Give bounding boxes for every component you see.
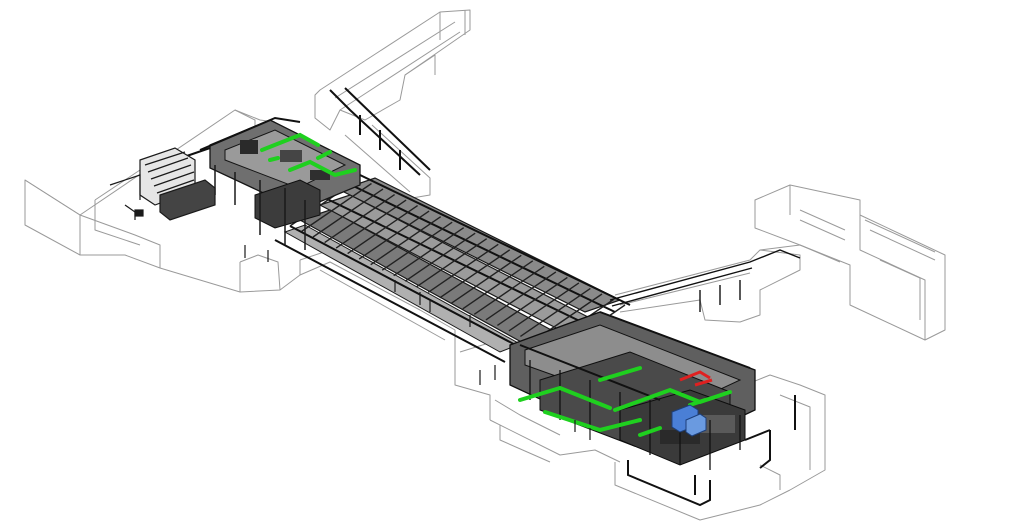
corridor-cross-tie: [324, 194, 395, 244]
lower-right-green-pipes: [518, 366, 732, 437]
corridor-cross-tie: [473, 265, 545, 315]
pipe-run-top: [359, 174, 631, 306]
corridor-cross-tie: [520, 287, 591, 337]
corridor-cross-tie: [301, 182, 372, 233]
corridor-cross-tie: [485, 271, 557, 321]
corridor-cross-tie: [404, 232, 476, 282]
red-pipe-elements: [679, 370, 713, 387]
right-building-block: [754, 184, 946, 341]
upper-left-green-pipes: [260, 132, 357, 178]
corridor-cross-tie: [497, 276, 568, 326]
blue-equipment: [671, 404, 707, 437]
lower-right-pipe-drops: [627, 395, 796, 507]
corridor-cross-tie: [427, 243, 499, 293]
corridor-cross-tie: [335, 199, 407, 249]
right-wing-corridor: [614, 244, 841, 323]
pipe-run-bottom: [274, 239, 506, 363]
corridor-cross-tie: [462, 260, 534, 310]
corridor-cross-tie: [416, 238, 488, 288]
corridor-cross-tie: [358, 210, 430, 260]
corridor-cross-tie: [508, 282, 580, 332]
pipe-run-upper: [344, 181, 616, 313]
corridor-cross-tie: [450, 254, 522, 304]
corridor-cross-tie: [381, 221, 453, 271]
left-stair-equipment: [109, 147, 216, 221]
pipe-run-mid: [324, 197, 591, 327]
upper-left-mechanical-cluster: [174, 116, 361, 250]
scattered-drop-pipes: [244, 245, 591, 440]
corridor-cross-tie: [347, 205, 418, 255]
right-wing-pipe: [609, 249, 801, 312]
stair-pipe-run: [329, 87, 431, 176]
corridor-cross-tie: [393, 227, 465, 277]
corridor-cross-tie: [370, 216, 442, 266]
corridor-pipe-runs: [274, 174, 631, 363]
corridor-cross-tie: [439, 249, 511, 299]
corridor-cross-tie: [312, 188, 384, 238]
lower-right-room: [744, 374, 826, 491]
pipe-run-low: [289, 225, 526, 351]
